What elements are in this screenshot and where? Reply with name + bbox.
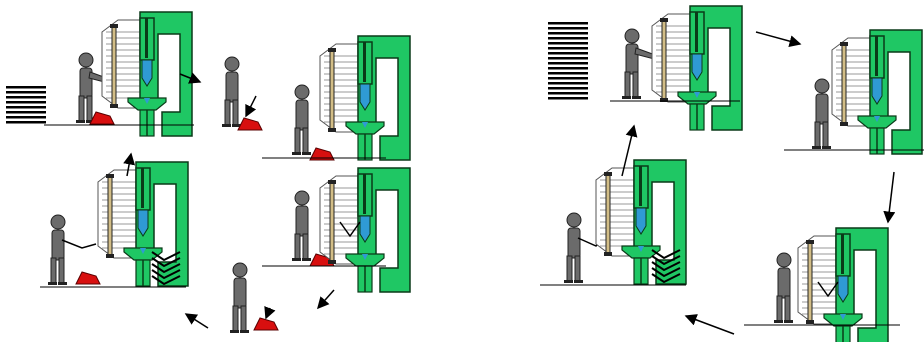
- right-panel: [540, 5, 924, 342]
- flow-arrow-icon: [883, 171, 896, 224]
- flow-arrow-icon: [123, 152, 136, 177]
- station-unload-right: [540, 159, 687, 286]
- station-press-bend: [262, 167, 411, 293]
- flow-arrow-icon: [184, 313, 209, 329]
- flow-arrow-icon: [755, 31, 802, 48]
- station-press-top: [262, 35, 411, 161]
- station-load: [6, 11, 194, 137]
- station-load-right: [548, 5, 743, 131]
- flow-arrow-icon: [179, 72, 202, 84]
- left-panel: [6, 11, 411, 334]
- station-press-bend-right: [744, 227, 900, 342]
- station-pedal-bottom: [229, 262, 279, 334]
- flow-arrow-icon: [684, 314, 735, 335]
- station-unload: [40, 161, 189, 288]
- station-pedal: [221, 56, 263, 131]
- station-press-right: [784, 29, 924, 155]
- flow-arrow-icon: [621, 124, 638, 177]
- flow-arrow-icon: [317, 289, 335, 310]
